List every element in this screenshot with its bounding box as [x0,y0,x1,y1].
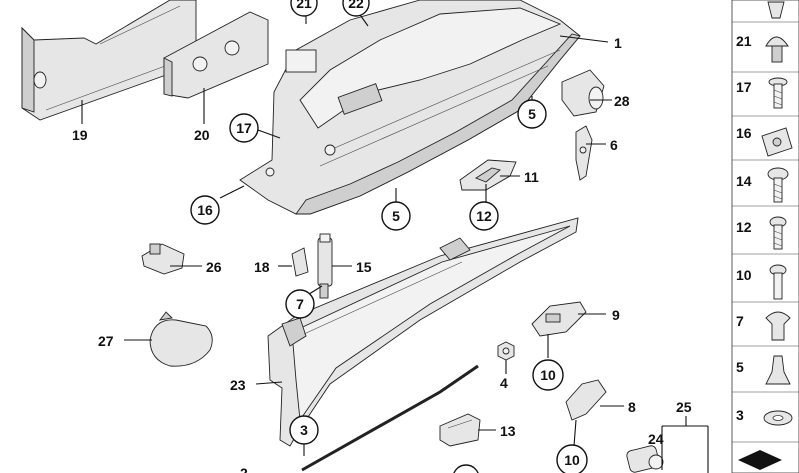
part-13-clip [439,413,481,447]
part-23-glovebox-lid [267,217,579,447]
callout-3: 3 [289,415,319,445]
callout-5b-label: 5 [392,208,400,224]
callout-10b-label: 10 [564,452,580,468]
callout-17-label: 17 [236,120,252,136]
callout-7-label: 7 [296,296,304,312]
callout-10b: 10 [556,444,588,473]
callout-9: 9 [612,307,620,323]
callout-19: 19 [72,127,88,143]
callout-28: 28 [614,93,630,109]
sidebar-number-12: 12 [736,219,752,235]
part-15-lamp [317,233,333,299]
callout-21-label: 21 [296,0,312,11]
sidebar-number-7: 7 [736,313,744,329]
callout-16-label: 16 [197,202,213,218]
callout-20: 20 [194,127,210,143]
fastener-17-icon [768,77,788,109]
callout-12-label: 12 [476,208,492,224]
callout-8: 8 [628,399,636,415]
callout-5a: 5 [517,99,547,129]
part-11-latch-plate [459,159,517,191]
callout-5a-label: 5 [528,106,536,122]
sidebar-number-10: 10 [736,267,752,283]
callout-1: 1 [614,35,622,51]
callout-2: 2 [240,465,248,473]
sidebar-number-5: 5 [736,359,744,375]
part-28-bracket [561,69,605,117]
leader-lines [81,11,709,473]
sidebar-number-21: 21 [736,33,752,49]
callout-12: 12 [469,201,499,231]
sidebar-number-17: 17 [736,79,752,95]
part-18-switch [291,247,309,277]
callout-22: 22 [342,0,370,17]
callout-27: 27 [98,333,114,349]
callout-partial-bottom [453,464,479,473]
callout-24: 24 [648,431,664,447]
callout-26: 26 [206,259,222,275]
callout-17: 17 [229,113,259,143]
fastener-top-icon [767,1,785,19]
fastener-5-icon [765,355,791,385]
fastener-3-icon [763,410,793,426]
callout-13: 13 [500,423,516,439]
part-19-side-panel [21,0,197,121]
callout-25: 25 [676,399,692,415]
fastener-21-icon [765,36,789,63]
callout-11: 11 [524,169,539,185]
callout-5b: 5 [381,201,411,231]
callout-21: 21 [290,0,318,17]
part-3-seal-strip [301,364,479,472]
part-6-hinge [575,125,593,181]
part-1-glovebox-housing [239,0,581,215]
callout-18: 18 [254,259,270,275]
callout-15: 15 [356,259,372,275]
part-27-cup [149,311,213,367]
callout-16: 16 [190,195,220,225]
fastener-16-icon [761,127,793,157]
sidebar-number-16: 16 [736,125,752,141]
sidebar-number-3: 3 [736,407,744,423]
callout-22-label: 22 [348,0,364,11]
part-20-cover-panel [163,11,269,99]
part-26-clip [141,243,185,275]
fastener-7-icon [765,311,791,341]
callout-7: 7 [285,289,315,319]
callout-23: 23 [230,377,246,393]
callout-3-label: 3 [300,422,308,438]
fastener-12-icon [769,216,787,250]
part-4-nut [497,341,515,361]
sidebar-number-14: 14 [736,173,752,189]
bottom-arrow-icon [738,450,782,470]
part-9-latch [531,301,587,337]
part-8-striker [565,379,607,421]
callout-4: 4 [500,375,508,391]
callout-10a: 10 [532,359,564,391]
callout-10a-label: 10 [540,367,556,383]
callout-6: 6 [610,137,618,153]
part-24-lock-cylinder [626,445,664,473]
fastener-14-icon [767,167,789,203]
sidebar-frame [731,0,799,473]
fastener-10-icon [769,264,787,300]
